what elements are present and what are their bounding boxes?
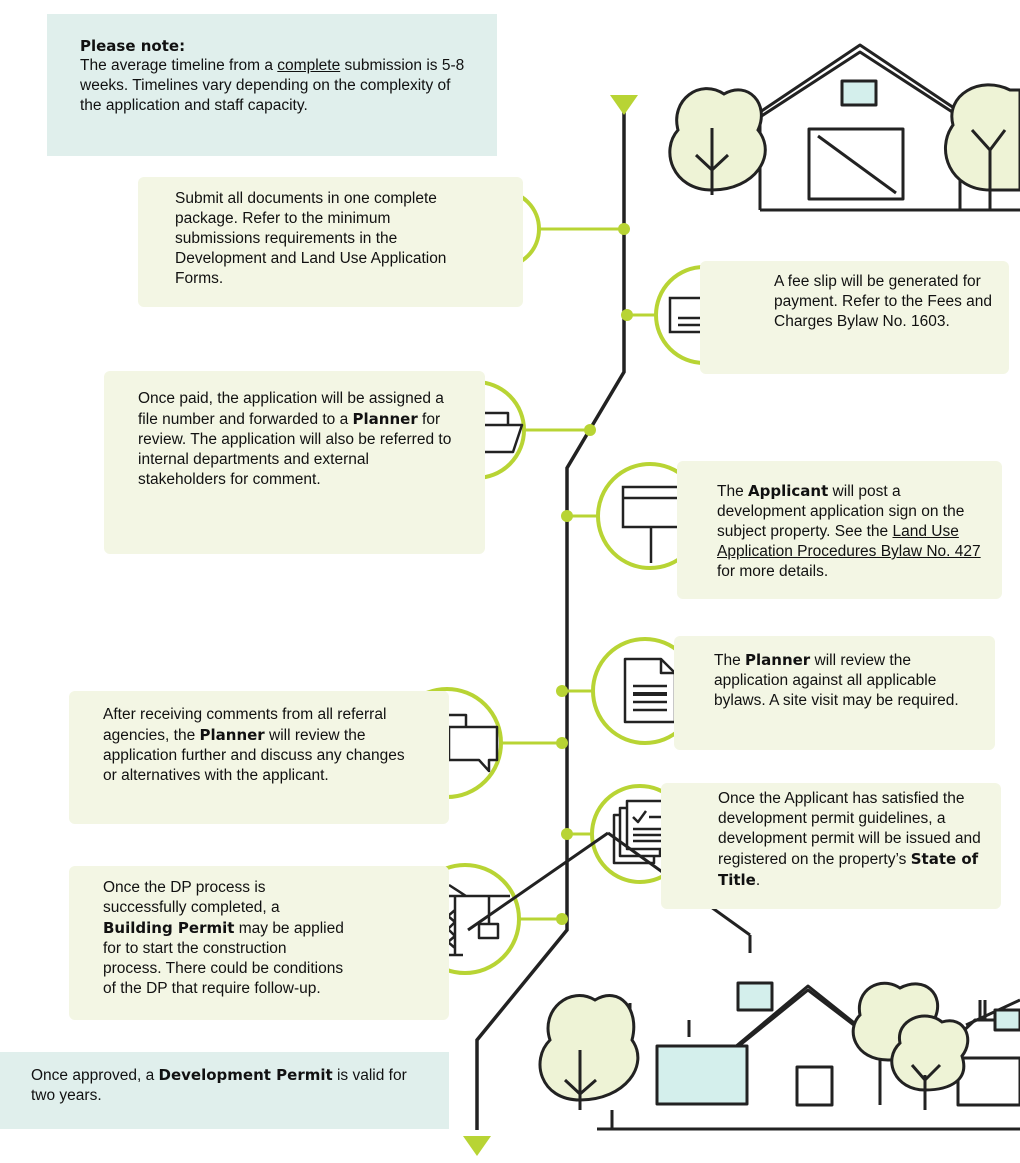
complete-link[interactable]: complete bbox=[277, 57, 341, 74]
step-sign-text: The Applicant will post a development ap… bbox=[717, 482, 981, 580]
timeline-start-arrow bbox=[610, 95, 638, 115]
step-comments-text: After receiving comments from all referr… bbox=[103, 706, 405, 784]
step-review: The Planner will review the application … bbox=[674, 636, 995, 750]
houses-tree-middle bbox=[851, 981, 970, 1110]
building-permit: Building Permit bbox=[103, 919, 235, 937]
step-assigned: Once paid, the application will be assig… bbox=[104, 371, 485, 554]
development-permit: Development Permit bbox=[158, 1066, 333, 1084]
timeline-path bbox=[475, 108, 626, 1130]
barn-tree-right bbox=[943, 83, 1020, 210]
applicant-role: Applicant bbox=[748, 482, 829, 500]
state-of-title: State of Title bbox=[718, 850, 979, 889]
step-issued: Once the Applicant has satisfied the dev… bbox=[661, 783, 1001, 909]
note-text: The average timeline from a complete sub… bbox=[80, 57, 465, 114]
step-approved: Once approved, a Development Permit is v… bbox=[0, 1052, 449, 1129]
timeline-end-arrow bbox=[463, 1136, 491, 1156]
step-building: Once the DP process is successfully comp… bbox=[69, 866, 449, 1020]
step-comments: After receiving comments from all referr… bbox=[69, 691, 449, 824]
barn-tree-left bbox=[668, 87, 767, 195]
step-review-text: The Planner will review the application … bbox=[714, 651, 959, 709]
procedures-bylaw-link[interactable]: Land Use Application Procedures Bylaw No… bbox=[717, 523, 981, 560]
houses-tree-left bbox=[538, 994, 640, 1110]
step-submit: Submit all documents in one complete pac… bbox=[138, 177, 523, 307]
step-submit-text: Submit all documents in one complete pac… bbox=[175, 190, 447, 287]
step-fee-text: A fee slip will be generated for payment… bbox=[774, 273, 992, 330]
step-approved-text: Once approved, a Development Permit is v… bbox=[31, 1066, 407, 1104]
document-icon bbox=[591, 637, 699, 745]
planner-role: Planner bbox=[199, 726, 265, 744]
step-assigned-text: Once paid, the application will be assig… bbox=[138, 390, 452, 488]
step-building-text: Once the DP process is successfully comp… bbox=[103, 879, 344, 997]
step-issued-text: Once the Applicant has satisfied the dev… bbox=[718, 790, 981, 889]
timeline-note: Please note: The average timeline from a… bbox=[47, 14, 497, 156]
note-title: Please note: bbox=[80, 37, 186, 55]
planner-role: Planner bbox=[352, 410, 418, 428]
step-fee: A fee slip will be generated for payment… bbox=[700, 261, 1009, 374]
step-sign: The Applicant will post a development ap… bbox=[677, 461, 1002, 599]
planner-role: Planner bbox=[745, 651, 811, 669]
timeline-nodes bbox=[556, 223, 633, 925]
